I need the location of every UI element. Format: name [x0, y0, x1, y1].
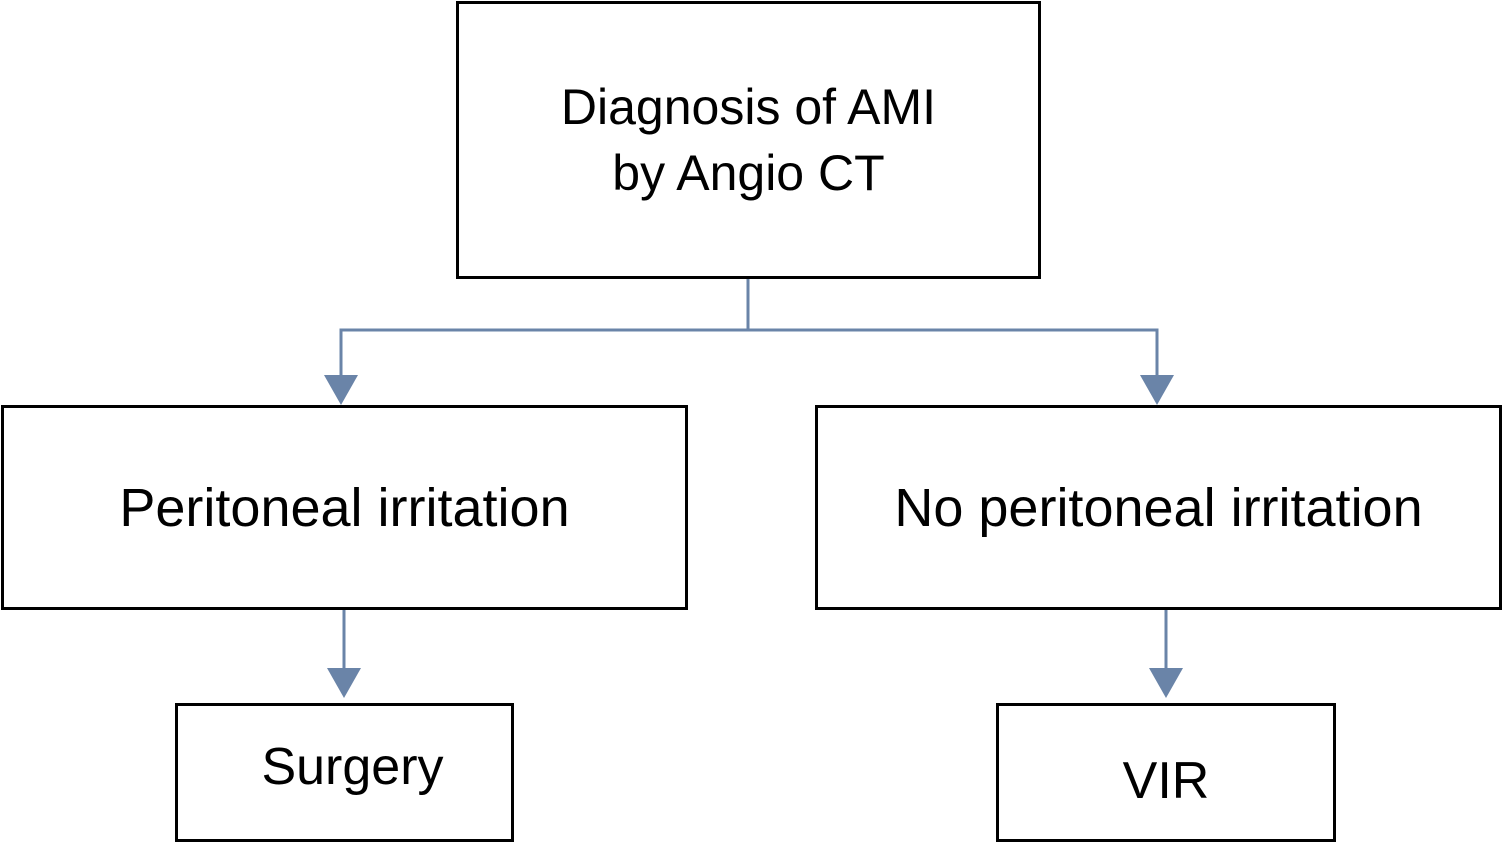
outcome-node-label: VIR — [1122, 751, 1210, 810]
arrowhead-to-surgery — [327, 668, 361, 698]
root-node-label: Diagnosis of AMI by Angio CT — [560, 79, 937, 201]
root-node-ami-diagnosis: Diagnosis of AMI by Angio CT — [456, 1, 1041, 279]
outcome-node-label: Surgery — [261, 737, 444, 796]
connector-root-to-right — [748, 328, 1159, 378]
outcome-node-vir: VIR — [996, 703, 1336, 842]
branch-node-peritoneal-irritation: Peritoneal irritation — [1, 405, 688, 610]
branch-node-label: Peritoneal irritation — [119, 477, 570, 538]
branch-node-no-peritoneal-irritation: No peritoneal irritation — [815, 405, 1502, 610]
branch-node-label: No peritoneal irritation — [894, 477, 1423, 538]
arrowhead-to-right-branch — [1140, 375, 1174, 405]
arrowhead-to-vir — [1149, 668, 1183, 698]
connector-root-to-left — [339, 328, 748, 378]
arrowhead-to-left-branch — [324, 375, 358, 405]
outcome-node-surgery: Surgery — [175, 703, 514, 842]
